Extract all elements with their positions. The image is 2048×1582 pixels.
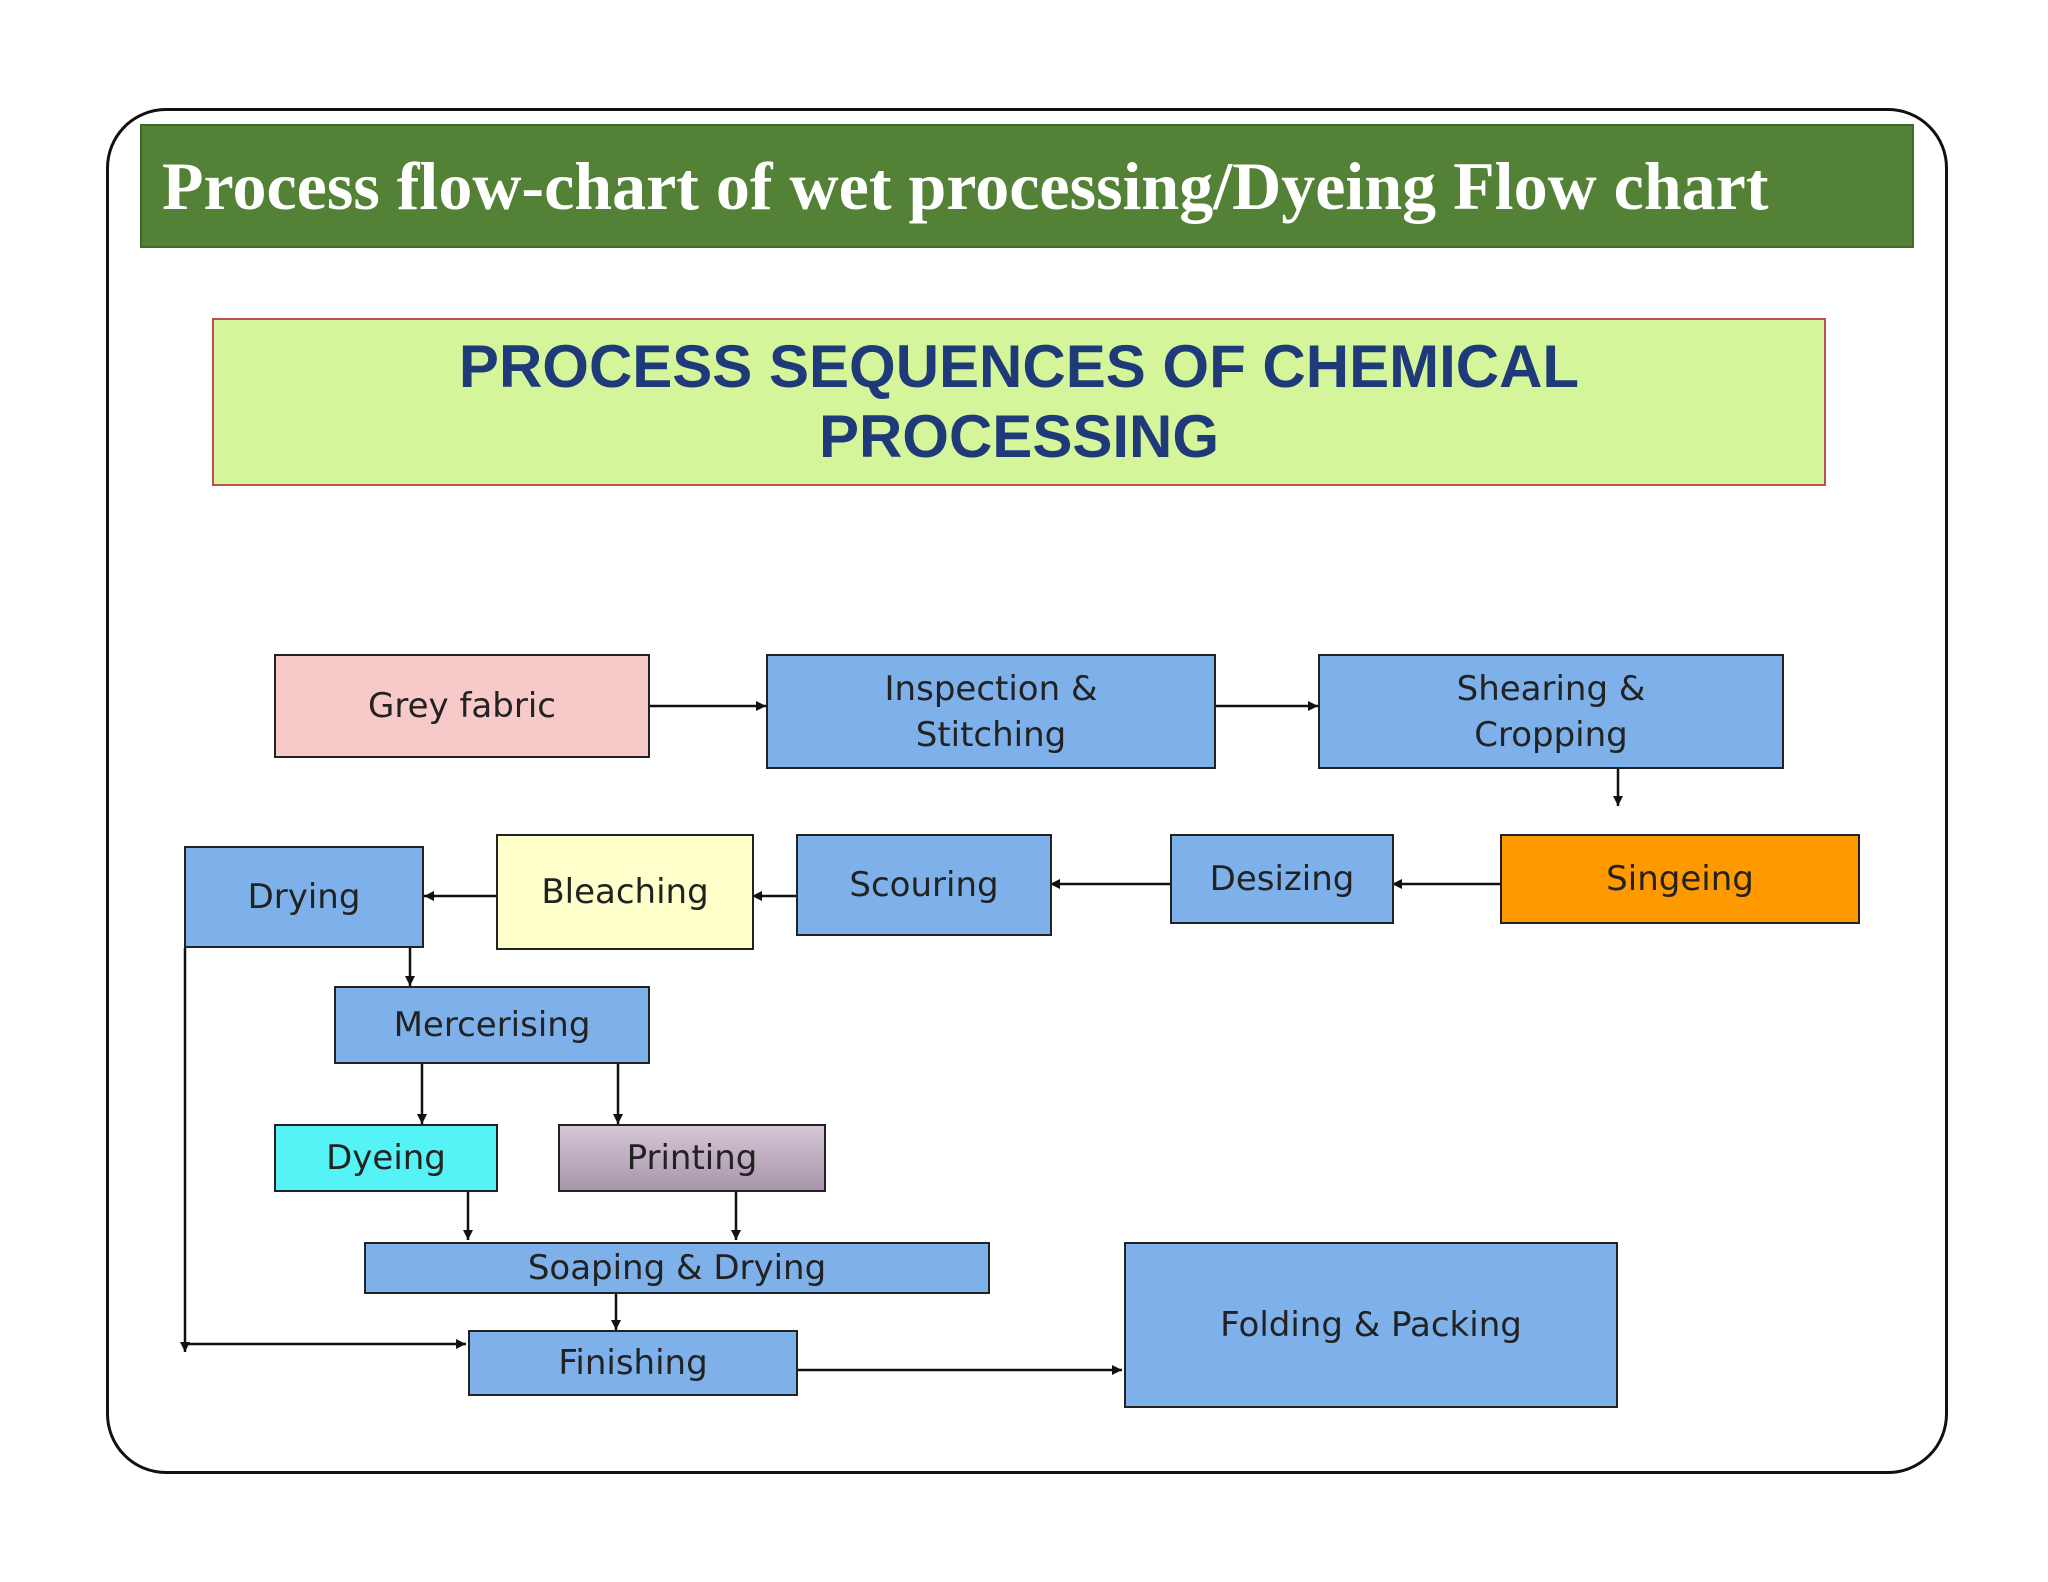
node-drying-label: Drying — [247, 877, 361, 917]
node-singeing: Singeing — [1500, 834, 1860, 924]
node-printing-label: Printing — [626, 1138, 758, 1178]
node-finishing: Finishing — [468, 1330, 798, 1396]
node-finishing-label: Finishing — [558, 1343, 708, 1383]
node-bleaching: Bleaching — [496, 834, 754, 950]
page-title: Process flow-chart of wet processing/Dye… — [162, 148, 1769, 224]
node-soaping-drying-label: Soaping & Drying — [527, 1248, 827, 1288]
node-mercerising-label: Mercerising — [393, 1005, 591, 1045]
subtitle-line-2: PROCESSING — [818, 403, 1220, 470]
node-desizing: Desizing — [1170, 834, 1394, 924]
node-scouring: Scouring — [796, 834, 1052, 936]
node-singeing-label: Singeing — [1606, 859, 1754, 899]
subtitle-text: PROCESS SEQUENCES OF CHEMICAL PROCESSING — [459, 332, 1579, 472]
subtitle-line-1: PROCESS SEQUENCES OF CHEMICAL — [458, 333, 1580, 400]
node-printing: Printing — [558, 1124, 826, 1192]
node-folding-packing: Folding & Packing — [1124, 1242, 1618, 1408]
node-dyeing: Dyeing — [274, 1124, 498, 1192]
node-folding-packing-label: Folding & Packing — [1220, 1305, 1522, 1345]
node-scouring-label: Scouring — [849, 865, 999, 905]
subtitle-box: PROCESS SEQUENCES OF CHEMICAL PROCESSING — [212, 318, 1826, 486]
node-shearing-cropping-label: Shearing & Cropping — [1457, 666, 1646, 758]
node-desizing-label: Desizing — [1209, 859, 1355, 899]
node-shearing-cropping: Shearing & Cropping — [1318, 654, 1784, 769]
node-shearing-line-1: Shearing & — [1456, 668, 1646, 709]
node-dyeing-label: Dyeing — [326, 1138, 446, 1178]
node-soaping-drying: Soaping & Drying — [364, 1242, 990, 1294]
node-drying: Drying — [184, 846, 424, 948]
node-bleaching-label: Bleaching — [541, 872, 709, 912]
node-grey-fabric-label: Grey fabric — [368, 686, 556, 726]
node-inspection-stitching-label: Inspection & Stitching — [885, 666, 1098, 758]
node-shearing-line-2: Cropping — [1474, 714, 1628, 755]
node-inspection-line-2: Stitching — [915, 714, 1067, 755]
title-banner: Process flow-chart of wet processing/Dye… — [140, 124, 1914, 248]
node-mercerising: Mercerising — [334, 986, 650, 1064]
node-inspection-stitching: Inspection & Stitching — [766, 654, 1216, 769]
node-grey-fabric: Grey fabric — [274, 654, 650, 758]
node-inspection-line-1: Inspection & — [884, 668, 1098, 709]
